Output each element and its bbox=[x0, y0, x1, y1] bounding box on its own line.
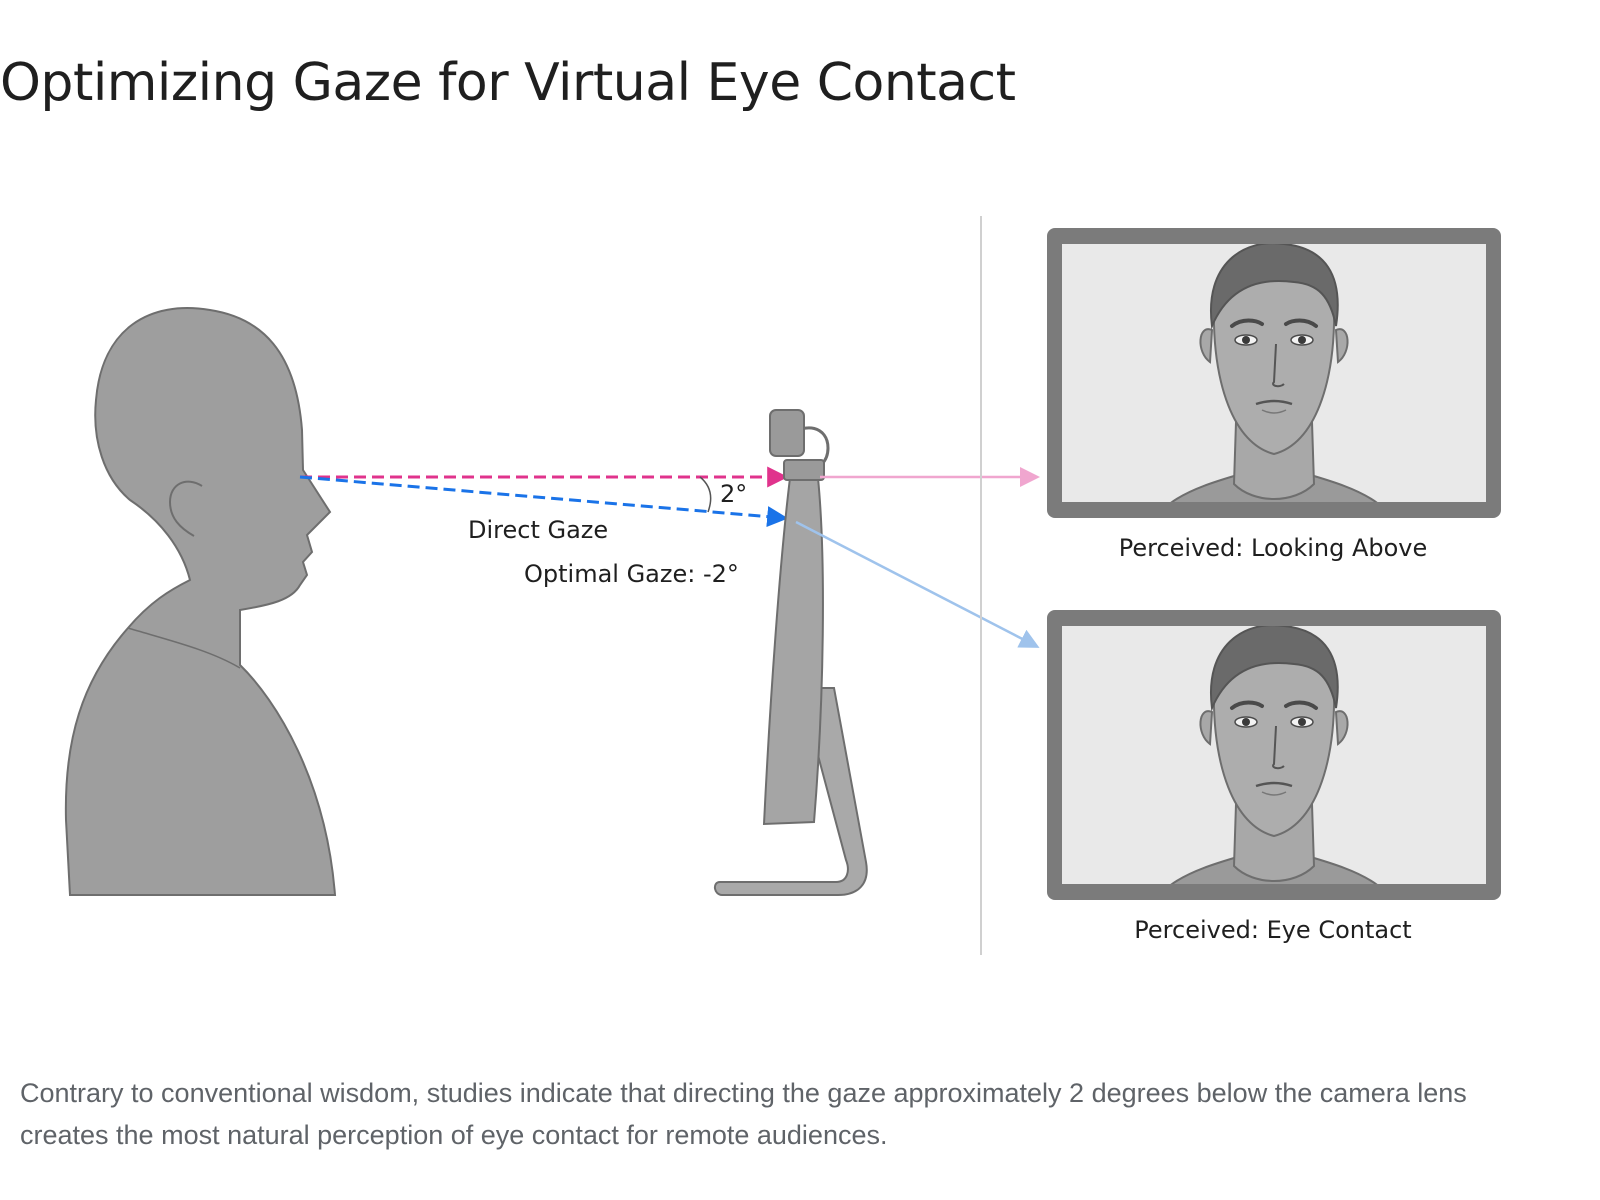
screen-label-eye-contact: Perceived: Eye Contact bbox=[1134, 916, 1411, 944]
monitor-icon bbox=[714, 477, 868, 896]
direct-gaze-label: Direct Gaze bbox=[468, 516, 608, 544]
angle-arc bbox=[699, 476, 712, 513]
optimal-gaze-label: Optimal Gaze: -2° bbox=[524, 560, 739, 588]
gaze-diagram: 2° Direct Gaze Optimal Gaze: -2° Perceiv… bbox=[64, 216, 1501, 955]
optimal-gaze-line bbox=[299, 475, 789, 528]
caption-text: Contrary to conventional wisdom, studies… bbox=[20, 1078, 1467, 1150]
eye-contact-projection-arrow bbox=[795, 520, 1040, 648]
angle-label: 2° bbox=[720, 480, 747, 508]
head-silhouette-icon bbox=[64, 307, 337, 896]
screen-looking-above bbox=[1047, 228, 1501, 518]
screen-eye-contact bbox=[1047, 610, 1501, 900]
screen-label-looking-above: Perceived: Looking Above bbox=[1119, 534, 1428, 562]
page-title: Optimizing Gaze for Virtual Eye Contact bbox=[0, 53, 1016, 113]
webcam-icon bbox=[769, 409, 830, 481]
